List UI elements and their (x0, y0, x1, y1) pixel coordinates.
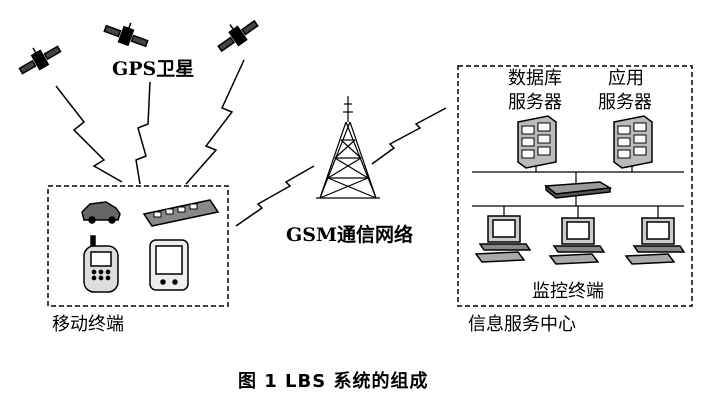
monitoring-terminal-label: 监控终端 (532, 281, 604, 302)
computer-terminal-icon (624, 217, 686, 265)
pda-icon (149, 239, 189, 291)
gps-receiver-icon (142, 199, 220, 227)
database-server-label-line1: 数据库 (508, 68, 562, 89)
computer-terminal-icon (548, 217, 606, 265)
gps-satellite-label: GPS卫星 (112, 58, 195, 80)
server-icon (613, 115, 653, 169)
satellite-icon (217, 19, 259, 53)
mobile-terminal-box (47, 185, 229, 307)
gsm-network-label: GSM通信网络 (286, 224, 413, 246)
lightning-link-icon (235, 165, 315, 227)
lightning-link-icon (185, 59, 245, 185)
lightning-link-icon (135, 81, 151, 185)
app-server-label-line1: 应用 (608, 68, 644, 89)
car-icon (81, 201, 121, 224)
lightning-link-icon (371, 107, 447, 165)
satellite-icon (103, 22, 149, 48)
figure-caption: 图 1 LBS 系统的组成 (238, 371, 429, 392)
info-service-center-box (457, 65, 693, 307)
info-service-center-label: 信息服务中心 (468, 314, 576, 335)
network-switch-icon (544, 181, 613, 199)
satellite-icon (18, 45, 62, 75)
database-server-label-line2: 服务器 (508, 92, 562, 113)
network-lines (472, 166, 684, 218)
cell-tower-icon (316, 96, 380, 199)
handheld-phone-icon (83, 235, 119, 293)
server-icon (517, 115, 557, 169)
computer-terminal-icon (474, 215, 532, 263)
app-server-label-line2: 服务器 (598, 92, 652, 113)
mobile-terminal-label: 移动终端 (52, 314, 124, 335)
lightning-link-icon (55, 85, 123, 183)
